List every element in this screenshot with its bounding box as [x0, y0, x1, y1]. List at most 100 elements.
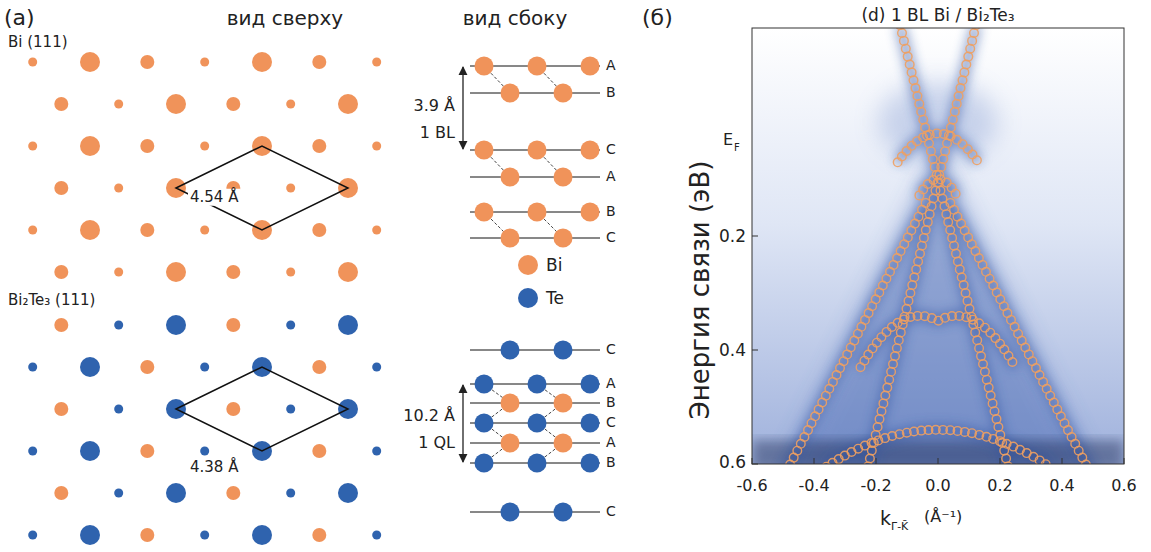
atom [581, 375, 600, 394]
atom [554, 503, 573, 522]
atom [338, 315, 358, 335]
atom [114, 184, 123, 193]
band-marker [871, 431, 880, 440]
band-marker [953, 136, 962, 145]
atom-lattice [28, 52, 381, 282]
band-marker [915, 100, 924, 109]
panel-letter: (a) [4, 6, 35, 30]
band-marker [968, 150, 977, 159]
band-marker [864, 350, 873, 359]
atom [200, 531, 209, 540]
atom [312, 55, 326, 69]
layer-letter: A [606, 376, 616, 391]
band-marker [906, 289, 915, 298]
band-marker [927, 147, 936, 156]
atom [528, 57, 547, 76]
atom [54, 486, 68, 500]
atom [200, 142, 209, 151]
band-marker [996, 339, 1005, 348]
band-marker [919, 185, 928, 194]
layer-line [470, 93, 600, 94]
band-marker [981, 368, 990, 377]
band-marker [975, 344, 984, 353]
layer-line [470, 512, 600, 513]
atom [475, 57, 494, 76]
atom [200, 363, 209, 372]
tick-label: -0.2 [860, 477, 891, 495]
band-marker [983, 375, 992, 384]
band-marker [868, 344, 877, 353]
band-marker [981, 323, 990, 332]
atom [372, 58, 381, 67]
atom [581, 414, 600, 433]
dimension-arrow [462, 385, 463, 462]
band-marker [902, 147, 911, 156]
atom [475, 454, 494, 473]
tick-label: 0.2 [987, 477, 1012, 495]
atom [114, 268, 123, 277]
atom [140, 528, 154, 542]
band-marker [877, 333, 886, 342]
layer-letter: B [606, 85, 616, 100]
tick-label: 0.6 [719, 453, 746, 472]
band-marker [958, 140, 967, 149]
arpes-image [752, 28, 1124, 464]
tick-mark [1124, 458, 1125, 464]
atom [528, 203, 547, 222]
tick-mark [1062, 458, 1063, 464]
layer-letter: B [606, 204, 616, 219]
dimension: 1 BL [420, 124, 455, 142]
band-marker [954, 92, 963, 101]
tick-label: -0.6 [736, 477, 767, 495]
band-marker [992, 415, 1001, 424]
band-marker [973, 336, 982, 345]
atom [372, 447, 381, 456]
band-marker [911, 84, 920, 93]
band-marker [947, 123, 956, 132]
intensity-region [752, 440, 1124, 464]
intensity-region [878, 82, 998, 162]
band-marker [875, 415, 884, 424]
atom [140, 139, 154, 153]
layer-letter: C [606, 142, 616, 157]
band-marker [905, 60, 914, 69]
layer-line [470, 443, 600, 444]
axis-unit: (Å⁻¹) [924, 508, 962, 526]
atom [140, 223, 154, 237]
band-marker [960, 68, 969, 77]
layer-letter: C [606, 415, 616, 430]
band-marker [994, 423, 1003, 432]
layer-line [470, 238, 600, 239]
tick-mark [938, 458, 939, 464]
atom [312, 528, 326, 542]
layer-line [470, 403, 600, 404]
atom [286, 489, 295, 498]
band-marker [951, 189, 960, 198]
layer-letter: A [606, 58, 616, 73]
atom [372, 142, 381, 151]
layer-line [470, 177, 600, 178]
axis-subscript: Γ̄-K̄ [891, 521, 908, 533]
band-marker [893, 344, 902, 353]
atom [252, 525, 272, 545]
layer-letter: C [606, 342, 616, 357]
layer-letter: C [606, 230, 616, 245]
tick-mark [1000, 458, 1001, 464]
legend-swatch [518, 255, 538, 275]
atom [114, 100, 123, 109]
atom [114, 489, 123, 498]
band-intensity-line [900, 28, 1010, 464]
atom [528, 375, 547, 394]
atom [140, 360, 154, 374]
intensity-region [777, 156, 1099, 464]
dimension: 3.9 Å [414, 97, 455, 115]
atom [528, 454, 547, 473]
layer-letter: C [606, 504, 616, 519]
atom [312, 139, 326, 153]
band-marker [887, 368, 896, 377]
atom [286, 268, 295, 277]
band-marker [913, 92, 922, 101]
band-marker [941, 147, 950, 156]
band-marker [895, 336, 904, 345]
band-marker [966, 44, 975, 53]
